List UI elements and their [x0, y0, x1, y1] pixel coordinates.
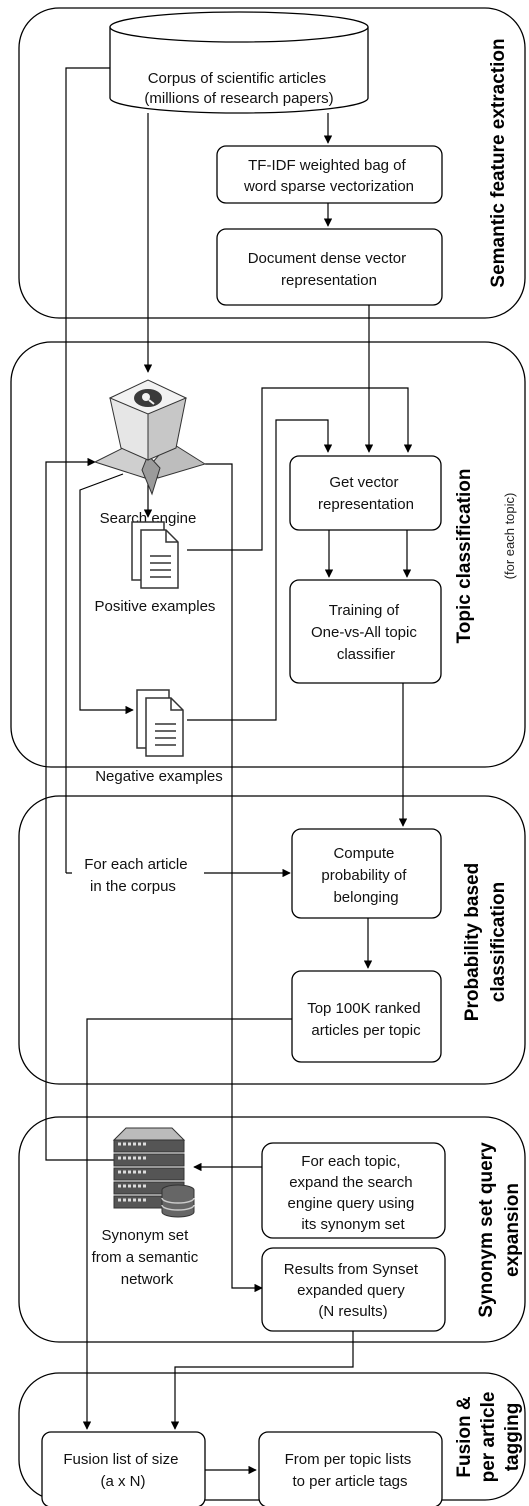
corpus-database: Corpus of scientific articles (millions … — [109, 11, 369, 114]
line-corpus-left — [65, 67, 110, 873]
svg-text:Compute probability of: Compute probability of belonging — [321, 845, 410, 906]
arrow-synonym-to-search — [45, 457, 114, 1161]
section-label-synonym: Synonym set query expansion — [476, 1142, 523, 1318]
search-engine-label: Search engine — [100, 510, 197, 527]
svg-text:For each topic, expand t: For each topic, expand the search engine… — [288, 1153, 419, 1233]
positive-examples-label: Positive examples — [95, 598, 216, 615]
section-label-topic: Topic classification — [454, 469, 475, 644]
positive-document-icon — [131, 521, 179, 589]
synonym-set-label: Synonym set from a semantic network — [92, 1227, 203, 1288]
svg-text:expansion: expansion — [502, 1183, 523, 1277]
compute-probability-box: Compute probability of belonging — [291, 828, 442, 919]
synset-results-box: Results from Synset expanded query (N re… — [261, 1247, 446, 1332]
svg-text:Results from Synset expa: Results from Synset expanded query (N re… — [284, 1261, 422, 1320]
search-engine-icon — [93, 379, 207, 496]
training-box: Training of One-vs-All topic classifier — [289, 579, 442, 684]
tfidf-box: TF-IDF weighted bag of word sparse vecto… — [216, 145, 443, 204]
fusion-list-box: Fusion list of size (a x N) — [41, 1431, 206, 1506]
arrow-search-to-results — [205, 463, 263, 1293]
svg-text:classification: classification — [488, 882, 509, 1002]
svg-text:Training of One-vs-All t: Training of One-vs-All topic classifier — [311, 602, 421, 663]
svg-text:Fusion list of size (a x: Fusion list of size (a x N) — [63, 1451, 182, 1490]
for-each-article-label: For each article in the corpus — [72, 853, 204, 895]
svg-text:For each article in the: For each article in the corpus — [84, 856, 192, 895]
svg-text:Document dense vector re: Document dense vector representation — [248, 250, 411, 289]
get-vector-box: Get vector representation — [289, 455, 442, 531]
per-article-tags-box: From per topic lists to per article tags — [258, 1431, 443, 1506]
section-label-fusion: Fusion & per article tagging — [454, 1392, 523, 1483]
negative-document-icon — [136, 689, 184, 757]
synonym-server-icon — [112, 1127, 195, 1218]
section-topic-classification — [10, 341, 526, 768]
svg-text:Probability based: Probability based — [462, 863, 483, 1021]
section-probability-classification — [18, 795, 526, 1085]
top100k-box: Top 100K ranked articles per topic — [291, 970, 442, 1063]
section-label-probability: Probability based classification — [462, 863, 509, 1021]
section-synonym-expansion — [18, 1116, 526, 1343]
arrow-positive-to-getvector — [187, 387, 413, 551]
for-each-topic-box: For each topic, expand the search engine… — [261, 1142, 446, 1239]
section-semantic-feature-extraction — [18, 7, 526, 319]
svg-text:From per topic lists to: From per topic lists to per article tags — [285, 1451, 416, 1490]
arrow-results-to-fusion — [170, 1331, 354, 1430]
arrow-negative-to-getvector — [187, 419, 333, 721]
svg-text:Synonym set query: Synonym set query — [476, 1142, 497, 1318]
section-note-for-each-topic: (for each topic) — [502, 493, 517, 580]
section-label-semantic: Semantic feature extraction — [488, 38, 509, 287]
svg-text:Get vector representatio: Get vector representation — [318, 474, 414, 513]
svg-text:Fusion &: Fusion & — [454, 1396, 475, 1478]
arrow-top100k-to-fusion — [82, 1018, 292, 1430]
dense-vector-box: Document dense vector representation — [216, 228, 443, 306]
svg-text:per article: per article — [478, 1392, 499, 1483]
corpus-label: Corpus of scientific articles (millions … — [144, 70, 333, 107]
arrow-search-to-negative — [79, 473, 134, 715]
section-label-topic-group: Topic classification — [454, 469, 475, 644]
negative-examples-label: Negative examples — [95, 768, 223, 785]
svg-text:tagging: tagging — [502, 1403, 523, 1472]
svg-text:TF-IDF weighted bag of w: TF-IDF weighted bag of word sparse vecto… — [243, 157, 414, 195]
svg-text:Top 100K ranked articles: Top 100K ranked articles per topic — [307, 1000, 425, 1039]
